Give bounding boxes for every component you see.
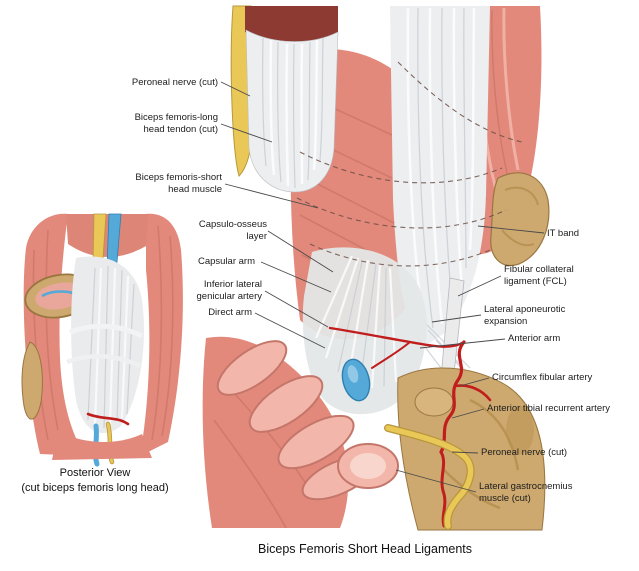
label-capsular-arm: Capsular arm <box>197 256 255 267</box>
circumflex-fibular-artery-shape <box>453 384 492 402</box>
figure-title: Biceps Femoris Short Head Ligaments <box>258 542 472 556</box>
inset-caption: Posterior View (cut biceps femoris long … <box>21 466 168 495</box>
inset-caption-title: Posterior View <box>59 467 131 479</box>
label-lateral-gastrocnemius-muscle: Lateral gastrocnemius muscle (cut) <box>479 481 573 504</box>
inset-posterior-view <box>21 213 183 467</box>
inset-caption-subtitle: (cut biceps femoris long head) <box>21 481 169 494</box>
inset-bone-left <box>21 341 43 420</box>
lateral-gastrocnemius-cut-shape <box>337 443 399 489</box>
label-fibular-collateral-ligament: Fibular collateral ligament (FCL) <box>504 264 574 287</box>
label-it-band: IT band <box>547 228 580 239</box>
label-peroneal-nerve-cut-left: Peroneal nerve (cut) <box>131 77 218 88</box>
label-inferior-lateral-genicular-artery: Inferior lateral genicular artery <box>196 279 262 302</box>
leader-lines <box>220 81 545 493</box>
label-anterior-tibial-recurrent-artery: Anterior tibial recurrent artery <box>487 403 611 414</box>
label-biceps-femoris-short-head-muscle: Biceps femoris-short head muscle <box>135 172 222 195</box>
arteries <box>328 326 492 528</box>
label-capsulo-osseus-layer: Capsulo-osseus layer <box>198 219 267 242</box>
inset-muscle-bottom <box>52 432 152 460</box>
inset-muscle-top <box>66 214 148 258</box>
femur-condyle-bone <box>490 172 550 266</box>
label-lateral-aponeurotic-expansion: Lateral aponeurotic expansion <box>484 304 566 327</box>
capsule-dashed-outline <box>296 61 523 267</box>
label-circumflex-fibular-artery: Circumflex fibular artery <box>492 372 593 383</box>
label-direct-arm: Direct arm <box>208 307 252 318</box>
it-band <box>390 6 490 348</box>
peroneal-nerve-shape <box>384 424 475 530</box>
label-biceps-femoris-long-head-tendon: Biceps femoris-long head tendon (cut) <box>134 112 218 135</box>
label-peroneal-nerve-cut-right: Peroneal nerve (cut) <box>481 447 568 458</box>
main-illustration <box>202 5 550 531</box>
cut-muscle-bundles <box>202 336 399 529</box>
biceps-femoris-long-head-tendon-cut-shape <box>230 5 339 193</box>
tibia-fibula-bone <box>397 367 546 531</box>
inset-ligaments <box>66 256 144 434</box>
fibular-head-bone <box>414 387 454 417</box>
bursa-blue-shape <box>341 358 371 402</box>
anterior-tibial-recurrent-artery-shape <box>439 450 447 528</box>
label-anterior-arm: Anterior arm <box>508 333 561 344</box>
